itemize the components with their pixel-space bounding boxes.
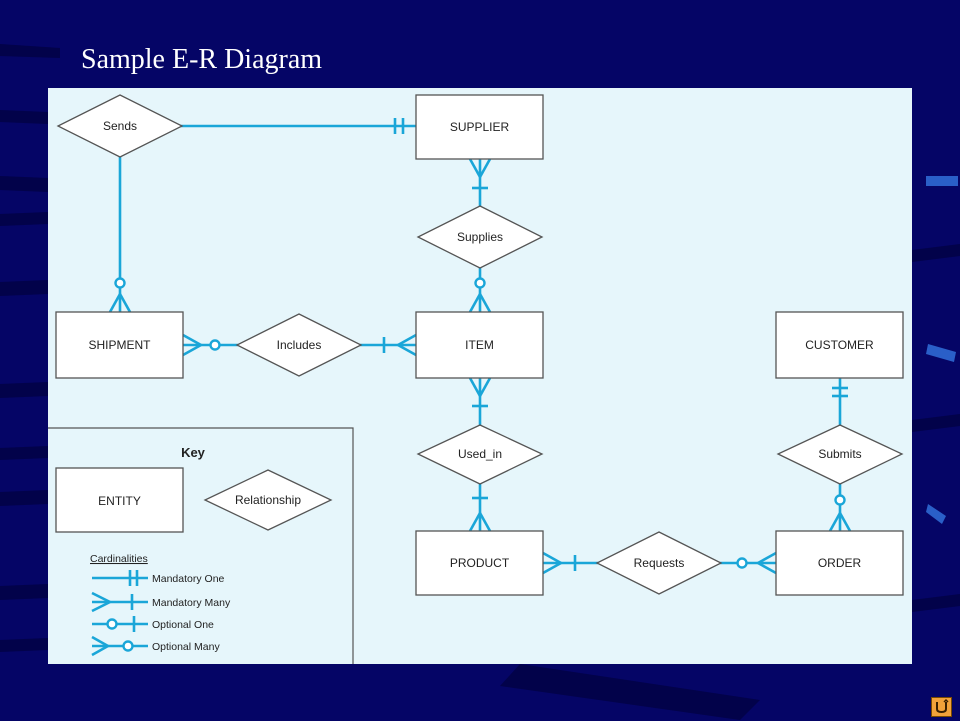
entity-shipment-label: SHIPMENT bbox=[88, 338, 151, 352]
relationship-requests: Requests bbox=[595, 531, 723, 595]
connector-usedin-product bbox=[468, 484, 492, 532]
relationship-sends-label: Sends bbox=[103, 119, 137, 133]
legend-mandatory-one-label: Mandatory One bbox=[152, 573, 225, 585]
legend-title: Key bbox=[181, 445, 206, 460]
legend-mandatory-many-label: Mandatory Many bbox=[152, 597, 231, 609]
legend-relationship-symbol bbox=[203, 469, 333, 531]
relationship-supplies-label: Supplies bbox=[457, 230, 503, 244]
entity-customer-label: CUSTOMER bbox=[805, 338, 874, 352]
legend-optional-one-label: Optional One bbox=[152, 619, 214, 631]
relationship-submits: Submits bbox=[776, 424, 904, 485]
entity-supplier-label: SUPPLIER bbox=[450, 120, 510, 134]
legend-mandatory-one-symbol bbox=[92, 570, 148, 586]
connector-item-usedin bbox=[468, 377, 492, 425]
legend-entity-label: ENTITY bbox=[98, 494, 141, 508]
er-diagram-panel: SUPPLIER SHIPMENT ITEM CUSTOMER PRODUCT … bbox=[48, 88, 912, 664]
connector-shipment-includes bbox=[182, 333, 238, 357]
return-icon bbox=[936, 698, 949, 714]
er-diagram: SUPPLIER SHIPMENT ITEM CUSTOMER PRODUCT … bbox=[48, 94, 904, 664]
legend-optional-many-symbol bbox=[91, 635, 148, 657]
relationship-sends: Sends bbox=[56, 94, 184, 158]
entity-order: ORDER bbox=[775, 530, 904, 596]
entity-order-label: ORDER bbox=[818, 556, 862, 570]
legend-mandatory-many-symbol bbox=[91, 591, 148, 613]
relationship-includes-label: Includes bbox=[277, 338, 322, 352]
connector-sends-supplier bbox=[180, 118, 416, 134]
slide-title: Sample E-R Diagram bbox=[81, 44, 323, 75]
connector-sends-shipment bbox=[108, 157, 132, 313]
legend-relationship-label: Relationship bbox=[235, 493, 301, 507]
connector-supplies-item bbox=[468, 268, 492, 313]
relationship-supplies: Supplies bbox=[416, 205, 544, 269]
connector-submits-order bbox=[828, 484, 852, 532]
relationship-usedin-label: Used_in bbox=[458, 447, 502, 461]
connector-supplier-supplies bbox=[468, 158, 492, 206]
relationship-usedin: Used_in bbox=[416, 424, 544, 485]
connector-customer-submits bbox=[832, 378, 848, 425]
connector-includes-item bbox=[360, 333, 417, 357]
relationship-submits-label: Submits bbox=[818, 447, 861, 461]
legend-optional-many-label: Optional Many bbox=[152, 641, 220, 653]
entity-shipment: SHIPMENT bbox=[55, 311, 184, 379]
entity-product-label: PRODUCT bbox=[450, 556, 510, 570]
relationship-includes: Includes bbox=[235, 313, 363, 377]
legend-entity-symbol bbox=[55, 467, 184, 533]
legend-optional-one-symbol bbox=[92, 616, 148, 632]
entity-item: ITEM bbox=[415, 311, 544, 379]
connector-product-requests bbox=[542, 551, 598, 575]
legend-key: Key ENTITY Relationship Cardinalities Ma… bbox=[48, 427, 354, 664]
entity-item-label: ITEM bbox=[465, 338, 494, 352]
relationship-requests-label: Requests bbox=[634, 556, 685, 570]
connector-requests-order bbox=[720, 551, 777, 575]
entity-customer: CUSTOMER bbox=[775, 311, 904, 379]
legend-cardinalities-heading: Cardinalities bbox=[90, 553, 148, 565]
entity-product: PRODUCT bbox=[415, 530, 544, 596]
return-button[interactable] bbox=[931, 697, 952, 717]
entity-supplier: SUPPLIER bbox=[415, 94, 544, 160]
